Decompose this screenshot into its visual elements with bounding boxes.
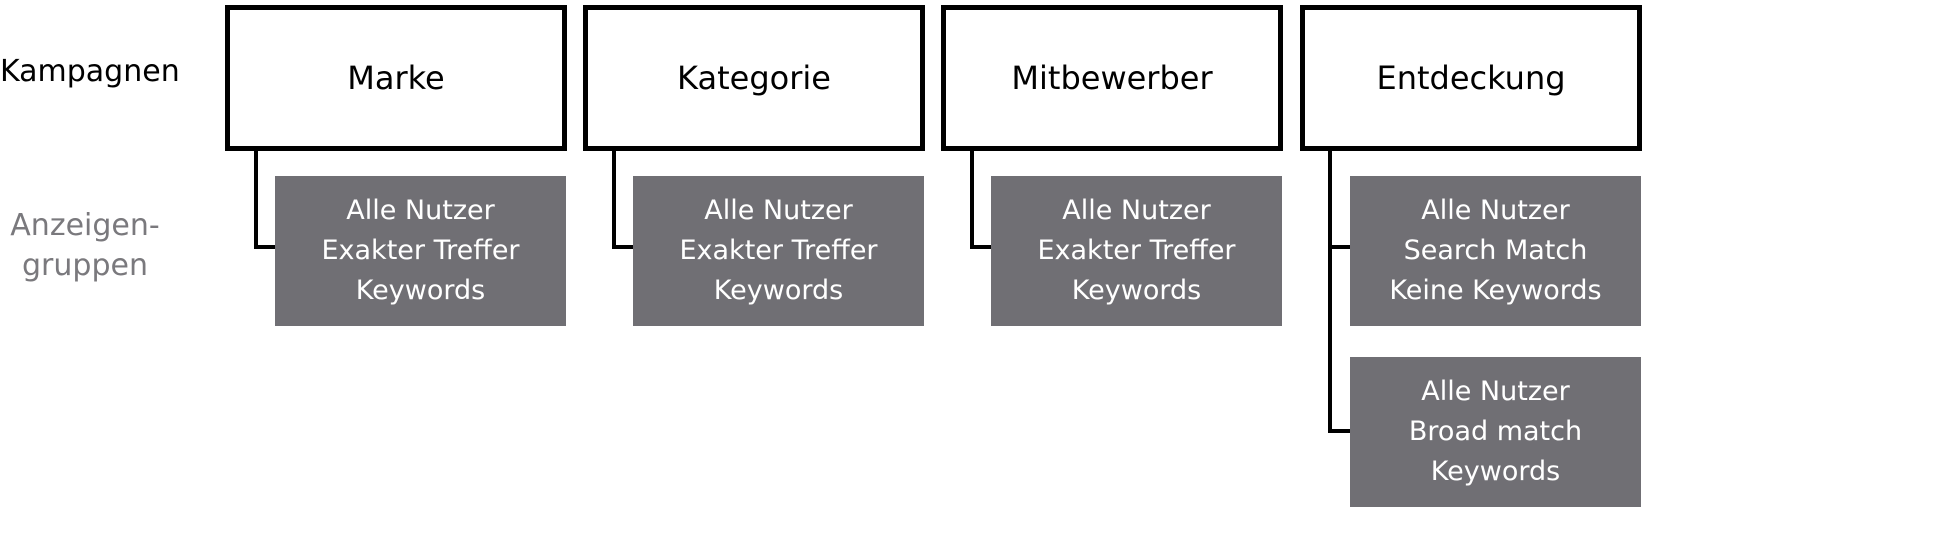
ad-group-line: Alle Nutzer bbox=[346, 195, 495, 226]
ad-group-box: Alle Nutzer Exakter Treffer Keywords bbox=[991, 176, 1282, 326]
ad-group-line: Exakter Treffer bbox=[321, 235, 520, 266]
campaign-title: Entdeckung bbox=[1376, 59, 1566, 97]
ad-group-line: Keine Keywords bbox=[1389, 275, 1602, 306]
ad-group-line: Exakter Treffer bbox=[679, 235, 878, 266]
campaign-box-mitbewerber: Mitbewerber bbox=[941, 5, 1283, 151]
campaign-title: Marke bbox=[347, 59, 445, 97]
ad-group-line: Keywords bbox=[1071, 275, 1202, 306]
ad-group-box: Alle Nutzer Exakter Treffer Keywords bbox=[275, 176, 566, 326]
ad-group-line: Alle Nutzer bbox=[704, 195, 853, 226]
campaign-title: Mitbewerber bbox=[1011, 59, 1213, 97]
connector-line bbox=[612, 146, 616, 249]
connector-line bbox=[970, 245, 991, 249]
ad-group-line: Keywords bbox=[355, 275, 486, 306]
ad-group-line: Alle Nutzer bbox=[1421, 376, 1570, 407]
ad-group-line: Alle Nutzer bbox=[1062, 195, 1211, 226]
connector-line bbox=[970, 146, 974, 249]
ad-group-line: Search Match bbox=[1403, 235, 1588, 266]
ad-group-line: Alle Nutzer bbox=[1421, 195, 1570, 226]
connector-line bbox=[1328, 146, 1332, 433]
row-label-ad-groups: Anzeigen- gruppen bbox=[10, 208, 160, 283]
connector-line bbox=[254, 245, 275, 249]
connector-line bbox=[612, 245, 633, 249]
ad-group-box: Alle Nutzer Exakter Treffer Keywords bbox=[633, 176, 924, 326]
connector-line bbox=[1328, 429, 1350, 433]
row-label-campaigns: Kampagnen bbox=[0, 54, 180, 89]
ad-group-box: Alle Nutzer Search Match Keine Keywords bbox=[1350, 176, 1641, 326]
connector-line bbox=[1328, 245, 1350, 249]
ad-group-line: Broad match bbox=[1408, 416, 1583, 447]
ad-group-box: Alle Nutzer Broad match Keywords bbox=[1350, 357, 1641, 507]
campaign-title: Kategorie bbox=[677, 59, 831, 97]
campaign-box-marke: Marke bbox=[225, 5, 567, 151]
campaign-box-entdeckung: Entdeckung bbox=[1300, 5, 1642, 151]
ad-group-line: Keywords bbox=[1430, 456, 1561, 487]
connector-line bbox=[254, 146, 258, 249]
campaign-box-kategorie: Kategorie bbox=[583, 5, 925, 151]
ad-group-line: Keywords bbox=[713, 275, 844, 306]
ad-group-line: Exakter Treffer bbox=[1037, 235, 1236, 266]
